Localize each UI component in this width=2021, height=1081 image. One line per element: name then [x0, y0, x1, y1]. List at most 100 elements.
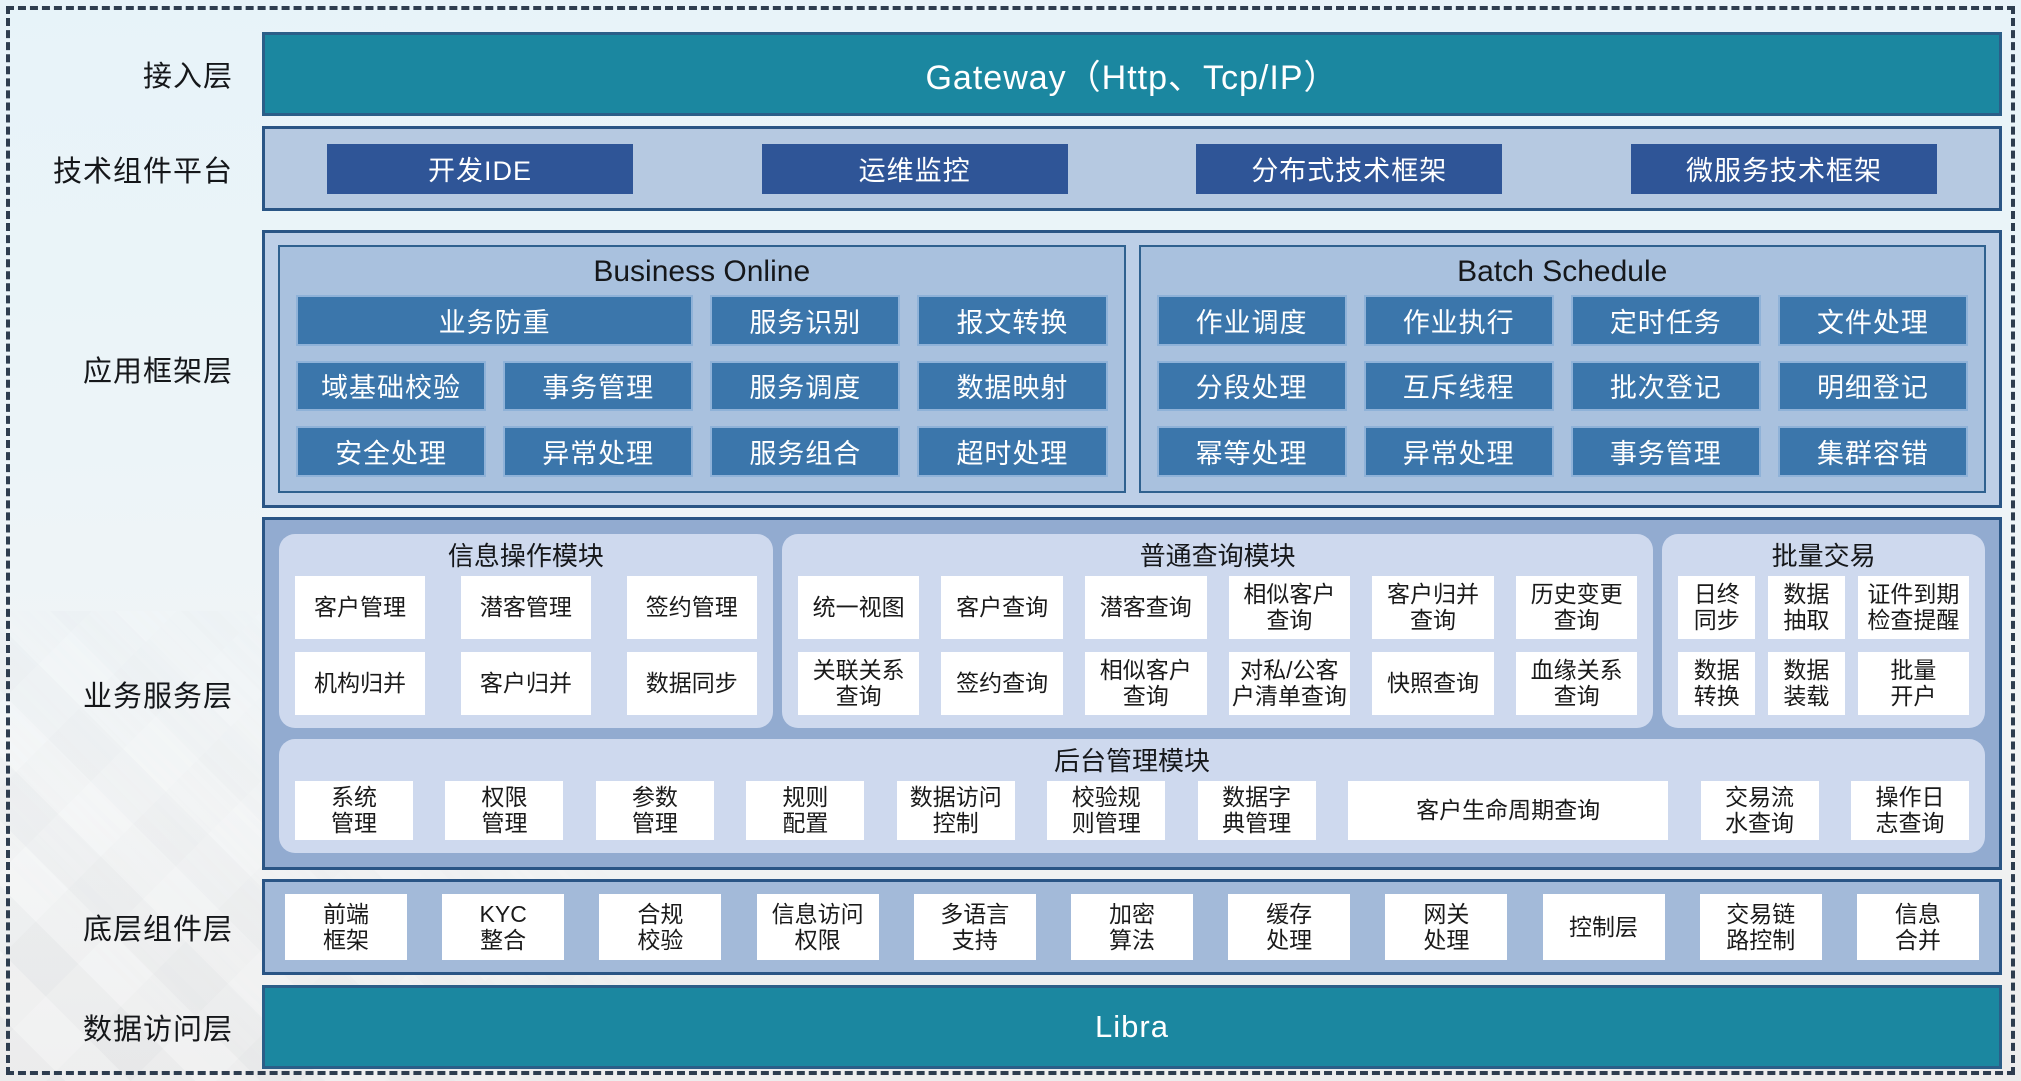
admin-item: 规则 配置	[746, 780, 865, 840]
info-operation-grid: 客户管理 潜客管理 签约管理 机构归并 客户归并 数据同步	[295, 576, 757, 715]
bs-item: 互斥线程	[1363, 360, 1554, 412]
base-item: 网关 处理	[1385, 894, 1508, 960]
gateway-title: Gateway（Http、Tcp/IP）	[925, 58, 1339, 97]
layer-label-bizservice: 业务服务层	[82, 680, 233, 713]
tech-item-dev-ide: 开发IDE	[327, 143, 633, 194]
libra-title: Libra	[1095, 1009, 1169, 1044]
admin-item: 参数 管理	[595, 780, 714, 840]
backend-admin-title: 后台管理模块	[1053, 745, 1210, 776]
base-item: 缓存 处理	[1228, 894, 1351, 960]
query-item: 客户归并 查询	[1372, 576, 1494, 639]
bo-item: 安全处理	[296, 426, 487, 477]
info-operation-title: 信息操作模块	[447, 541, 604, 571]
admin-item: 权限 管理	[445, 780, 564, 840]
batch-schedule-grid: 作业调度 作业执行 定时任务 文件处理 分段处理 互斥线程 批次登记 明细登记 …	[1156, 295, 1968, 477]
base-item: 控制层	[1542, 894, 1665, 960]
base-item: 交易链 路控制	[1699, 894, 1822, 960]
batch-trade-grid: 日终 同步 数据 抽取 证件到期 检查提醒 数据 转换 数据 装载 批量 开户	[1678, 576, 1969, 715]
bs-item: 批次登记	[1570, 360, 1761, 412]
info-item: 客户管理	[295, 576, 425, 639]
bs-item: 分段处理	[1156, 360, 1347, 412]
general-query-title: 普通查询模块	[1139, 541, 1296, 571]
layer-label-appframe: 应用框架层	[82, 356, 233, 388]
app-framework-panel: Business Online 业务防重 服务识别 报文转换 域基础校验 事务管…	[262, 230, 2002, 508]
info-item: 客户归并	[460, 651, 591, 715]
layer-label-tech: 技术组件平台	[52, 155, 233, 188]
query-item: 历史变更 查询	[1515, 576, 1638, 639]
batch-item: 数据 转换	[1678, 651, 1756, 715]
query-item: 血缘关系 查询	[1515, 651, 1638, 715]
base-item: KYC 整合	[442, 894, 565, 960]
base-component-panel: 前端 框架 KYC 整合 合规 校验 信息访问 权限 多语言 支持 加密 算法 …	[262, 879, 2002, 975]
admin-item: 操作日 志查询	[1850, 780, 1969, 840]
general-query-grid: 统一视图 客户查询 潜客查询 相似客户 查询 客户归并 查询 历史变更 查询 关…	[797, 576, 1638, 715]
base-item: 信息 合并	[1856, 894, 1979, 960]
query-item: 关联关系 查询	[797, 651, 920, 715]
admin-item: 交易流 水查询	[1700, 780, 1819, 840]
business-service-panel: 信息操作模块 客户管理 潜客管理 签约管理 机构归并 客户归并 数据同步 普通查…	[262, 517, 2002, 870]
batch-item: 数据 抽取	[1768, 576, 1845, 639]
layer-label-baselayer: 底层组件层	[82, 914, 233, 946]
admin-item: 数据字 典管理	[1197, 780, 1316, 840]
backend-admin-module: 后台管理模块 系统 管理 权限 管理 参数 管理 规则 配置 数据访问 控制 校…	[279, 738, 1985, 853]
batch-schedule-panel: Batch Schedule 作业调度 作业执行 定时任务 文件处理 分段处理 …	[1138, 245, 1986, 493]
bo-item: 服务组合	[710, 426, 901, 477]
layer-label-dataaccess: 数据访问层	[82, 1014, 233, 1046]
query-item: 签约查询	[941, 651, 1063, 715]
libra-bar: Libra	[262, 985, 2002, 1069]
bo-item: 事务管理	[503, 360, 694, 412]
base-item: 前端 框架	[285, 894, 407, 960]
batch-trade-module: 批量交易 日终 同步 数据 抽取 证件到期 检查提醒 数据 转换 数据 装载 批…	[1662, 534, 1985, 728]
batch-item: 日终 同步	[1678, 576, 1756, 639]
batch-schedule-title: Batch Schedule	[1457, 255, 1668, 288]
batch-item: 数据 装载	[1768, 651, 1845, 715]
query-item: 潜客查询	[1084, 576, 1207, 639]
admin-item-customer-lifecycle: 客户生命周期查询	[1348, 780, 1669, 840]
bo-item: 数据映射	[917, 360, 1108, 412]
info-item: 机构归并	[295, 651, 425, 715]
tech-item-microservice-fw: 微服务技术框架	[1630, 143, 1937, 194]
batch-item: 批量 开户	[1857, 651, 1969, 715]
bs-item: 定时任务	[1570, 295, 1761, 346]
bs-item: 集群容错	[1777, 426, 1968, 477]
batch-item: 证件到期 检查提醒	[1857, 576, 1969, 639]
admin-item: 系统 管理	[295, 780, 413, 840]
base-item: 合规 校验	[599, 894, 722, 960]
query-item: 相似客户 查询	[1084, 651, 1207, 715]
admin-item: 数据访问 控制	[896, 780, 1015, 840]
tech-platform-strip: 开发IDE 运维监控 分布式技术框架 微服务技术框架	[262, 126, 2002, 211]
gateway-bar: Gateway（Http、Tcp/IP）	[262, 32, 2002, 116]
query-item: 相似客户 查询	[1228, 576, 1351, 639]
info-item: 数据同步	[626, 651, 757, 715]
admin-item: 校验规 则管理	[1047, 780, 1166, 840]
base-item: 信息访问 权限	[756, 894, 879, 960]
bs-item: 事务管理	[1570, 426, 1761, 477]
bs-item: 作业执行	[1363, 295, 1554, 346]
layer-label-access: 接入层	[142, 61, 233, 93]
tech-item-ops-monitor: 运维监控	[761, 143, 1068, 194]
service-modules-row: 信息操作模块 客户管理 潜客管理 签约管理 机构归并 客户归并 数据同步 普通查…	[279, 534, 1985, 728]
bo-item: 超时处理	[917, 426, 1108, 477]
bo-item: 报文转换	[917, 295, 1108, 346]
business-online-title: Business Online	[593, 255, 811, 288]
info-item: 签约管理	[626, 576, 757, 639]
business-online-grid: 业务防重 服务识别 报文转换 域基础校验 事务管理 服务调度 数据映射 安全处理…	[296, 295, 1108, 477]
bo-item: 服务调度	[710, 360, 901, 412]
query-item: 对私/公客 户清单查询	[1228, 651, 1351, 715]
base-item: 多语言 支持	[913, 894, 1036, 960]
bs-item: 明细登记	[1777, 360, 1968, 412]
query-item: 统一视图	[797, 576, 920, 639]
bs-item: 文件处理	[1777, 295, 1968, 346]
bs-item: 幂等处理	[1156, 426, 1347, 477]
bo-item: 服务识别	[710, 295, 901, 346]
bo-item: 异常处理	[503, 426, 694, 477]
bs-item: 作业调度	[1156, 295, 1347, 346]
bs-item: 异常处理	[1363, 426, 1554, 477]
business-online-panel: Business Online 业务防重 服务识别 报文转换 域基础校验 事务管…	[278, 245, 1126, 493]
query-item: 快照查询	[1372, 651, 1494, 715]
batch-trade-title: 批量交易	[1771, 541, 1876, 571]
info-operation-module: 信息操作模块 客户管理 潜客管理 签约管理 机构归并 客户归并 数据同步	[279, 534, 773, 728]
bo-item: 域基础校验	[296, 360, 487, 412]
bo-item: 业务防重	[296, 295, 694, 346]
backend-admin-row: 系统 管理 权限 管理 参数 管理 规则 配置 数据访问 控制 校验规 则管理 …	[295, 780, 1969, 840]
